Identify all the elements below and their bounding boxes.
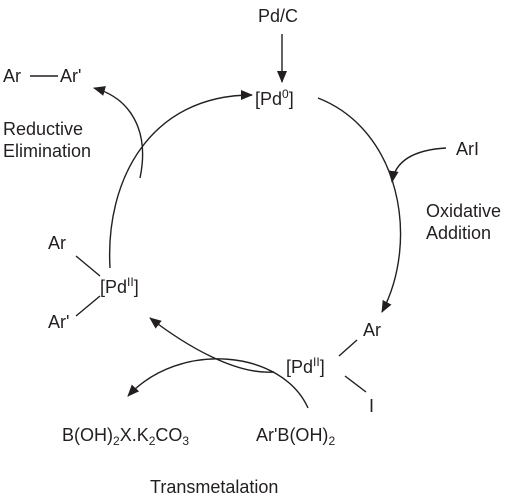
boronic-acid-sub: 2 [328, 434, 336, 448]
product-ar-prime: Ar' [60, 66, 82, 86]
catalyst-source-label: Pd/C [258, 6, 299, 26]
pd0-metal: [Pd [255, 89, 283, 109]
right-pd2-bracket: ] [319, 357, 325, 377]
aryl-iodide-arrow [388, 147, 447, 183]
left-pd2-ligand-ar: Ar [48, 233, 66, 253]
pd0-bracket: ] [288, 89, 294, 109]
byproduct-part1: B(OH) [62, 425, 113, 445]
reductive-elimination-line2: Elimination [3, 141, 92, 161]
pd0-oxidation-state: 0 [282, 87, 289, 101]
left-pd2-complex: [PdII] [100, 276, 139, 296]
byproduct-label: B(OH)2X.K2CO3 [62, 426, 189, 447]
oxidative-addition-line1: Oxidative [426, 201, 502, 221]
transmetalation-arrow [149, 317, 275, 373]
byproduct-part2: X.K [119, 425, 149, 445]
right-pd2-ligand-i: I [369, 396, 375, 416]
oxidative-addition-label: Oxidative Addition [426, 200, 501, 244]
right-pd2-complex: [PdII] [286, 356, 325, 376]
reductive-elimination-arrow [108, 90, 253, 269]
oxidative-addition-line2: Addition [426, 223, 492, 243]
byproduct-part3: CO [155, 425, 183, 445]
boronic-acid-formula: Ar'B(OH) [256, 425, 329, 445]
byproduct-sub3: 3 [182, 434, 190, 448]
right-pd-bond-bottom [344, 375, 367, 393]
product-release-arrow [93, 86, 144, 179]
boronic-acid-label: Ar'B(OH)2 [256, 426, 335, 447]
left-pd2-metal: [Pd [100, 277, 128, 297]
oxidative-addition-arrow [317, 97, 402, 313]
left-pd-bond-bottom [75, 295, 101, 317]
right-pd2-ligand-ar: Ar [363, 320, 381, 340]
left-pd-bond-top [75, 255, 101, 277]
left-pd2-oxidation-state: II [127, 275, 134, 289]
reductive-elimination-line1: Reductive [3, 119, 84, 139]
aryl-iodide-label: ArI [456, 139, 480, 159]
byproduct-sub2: 2 [148, 434, 156, 448]
left-pd2-ligand-ar-prime: Ar' [48, 312, 70, 332]
product-ar: Ar [3, 66, 21, 86]
left-pd2-bracket: ] [133, 277, 139, 297]
reductive-elimination-label: Reductive Elimination [3, 118, 91, 162]
boronic-acid-arrow [127, 358, 309, 409]
right-pd2-metal: [Pd [286, 357, 314, 377]
right-pd2-oxidation-state: II [313, 355, 320, 369]
right-pd-bond-top [338, 339, 358, 357]
transmetalation-label: Transmetalation [150, 477, 279, 497]
byproduct-sub1: 2 [113, 434, 120, 448]
pd0-complex: [Pd0] [255, 88, 294, 108]
